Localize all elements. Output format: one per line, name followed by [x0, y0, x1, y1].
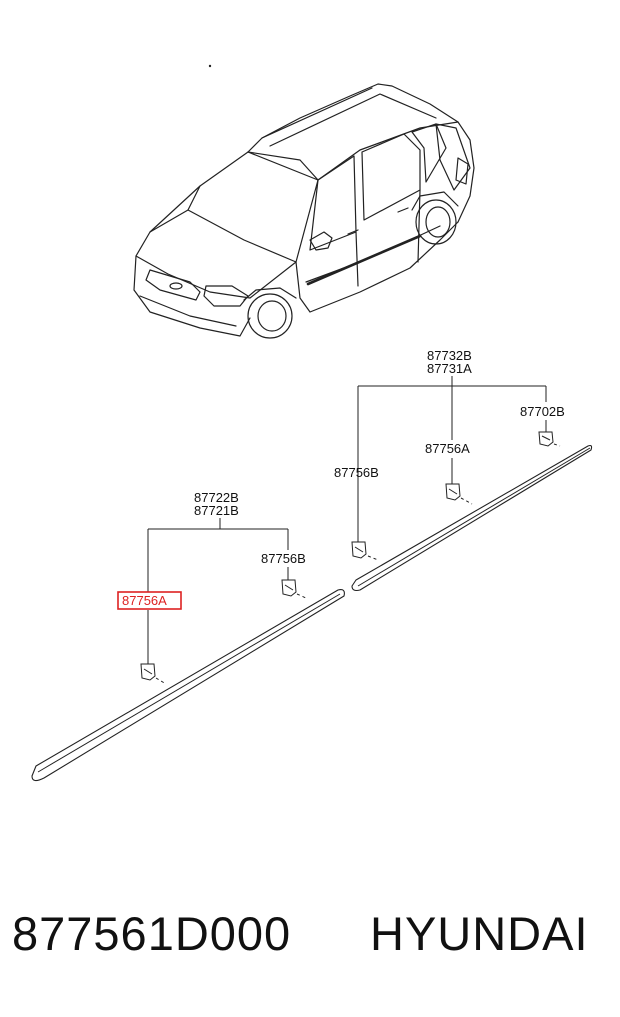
footer: 877561D000 HYUNDAI — [0, 906, 620, 976]
rear-molding-group: 87732B 87731A 87702B 87756A 87756B — [334, 348, 593, 592]
label-87722B: 87722B — [194, 490, 239, 505]
label-87756A-rear: 87756A — [425, 441, 470, 456]
brand-name: HYUNDAI — [370, 907, 589, 960]
car-illustration — [133, 64, 475, 339]
label-87731A: 87731A — [427, 361, 472, 376]
label-87756B-rear: 87756B — [334, 465, 379, 480]
label-87756A-highlight: 87756A — [122, 593, 167, 608]
highlight-box — [117, 591, 182, 610]
label-87721B: 87721B — [194, 503, 239, 518]
front-door-molding-strip — [31, 589, 345, 782]
front-molding-group: 87722B 87721B 87756B 87756A — [31, 490, 345, 782]
clip-87702B — [538, 431, 554, 447]
part-number: 877561D000 — [12, 907, 292, 960]
label-87732B: 87732B — [427, 348, 472, 363]
parts-diagram: 87732B 87731A 87702B 87756A 87756B 87722… — [31, 64, 593, 782]
label-87756B-front: 87756B — [261, 551, 306, 566]
label-87702B: 87702B — [520, 404, 565, 419]
